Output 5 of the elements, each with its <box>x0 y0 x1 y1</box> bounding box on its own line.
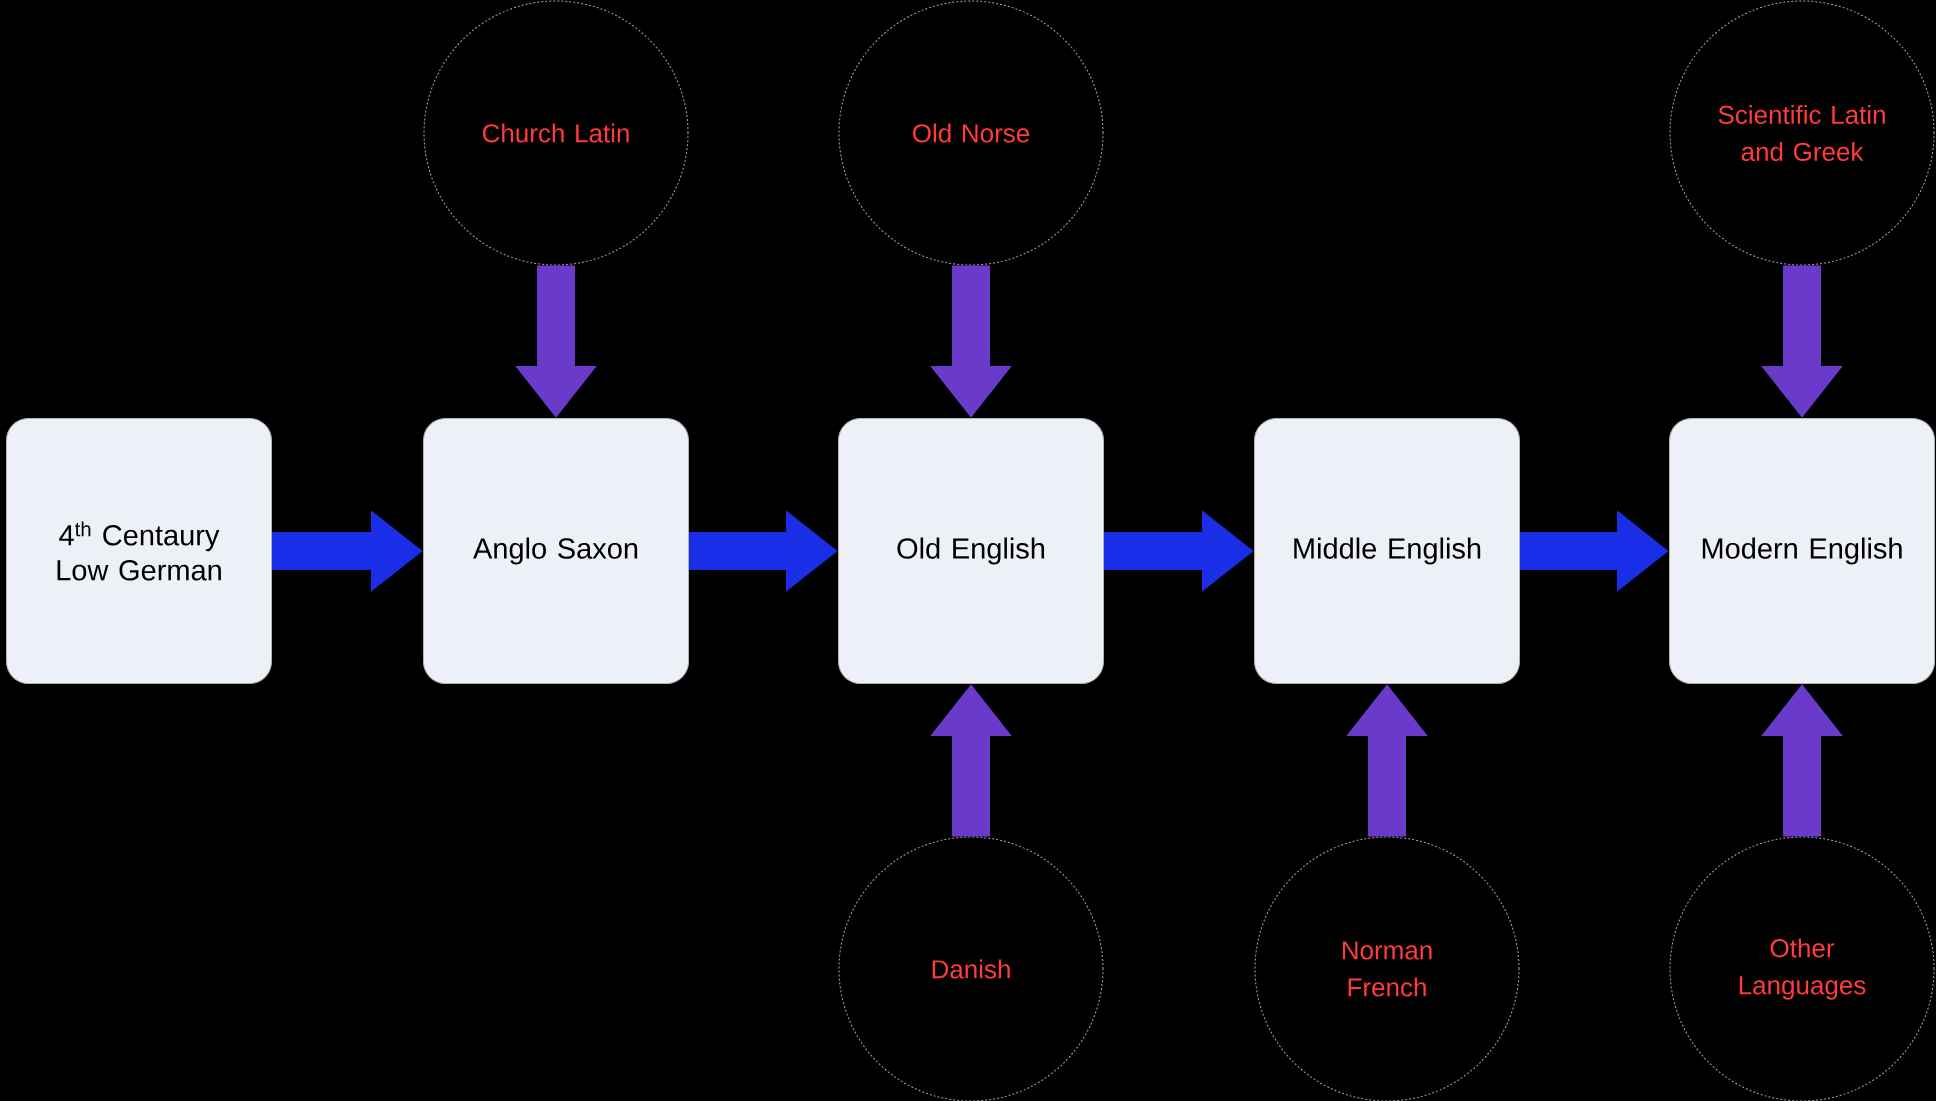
language-box: Old English <box>838 418 1104 684</box>
language-box: Modern English <box>1669 418 1935 684</box>
language-box: Middle English <box>1254 418 1520 684</box>
language-box: 4$^{th}$ Centaury Low German <box>6 418 272 684</box>
language-box: Anglo Saxon <box>423 418 689 684</box>
